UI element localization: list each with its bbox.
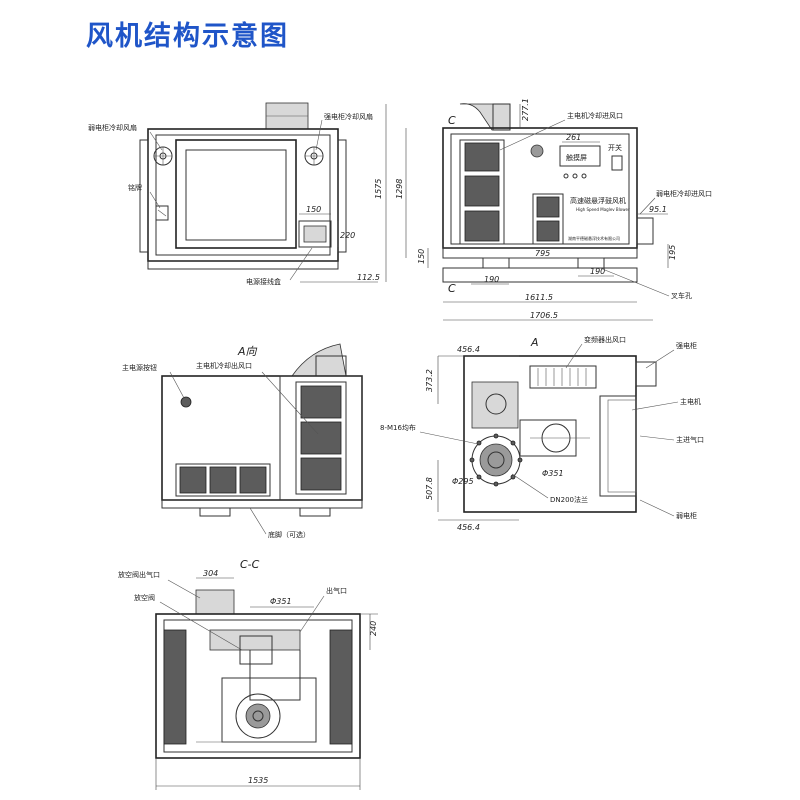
label-relief-outlet: 放空阀出气口 (118, 570, 160, 579)
top-body (463, 355, 637, 513)
touchscreen-icon (559, 145, 601, 167)
side-dim-951: 95.1 (649, 205, 667, 214)
switch-icon (611, 155, 623, 171)
emergency-stop-icon (180, 396, 192, 408)
junction-box-icon (298, 220, 332, 248)
top-view-a-arrow: A (530, 336, 539, 349)
top-view: A 456.4 373.2 507.8 (380, 335, 704, 532)
product-name: 高速磁悬浮鼓风机 (570, 196, 626, 205)
label-weak-fan: 弱电柜冷却风扇 (88, 123, 137, 132)
label-inverter-outlet: 变频器出风口 (584, 335, 626, 344)
top-dim-351: Φ351 (542, 469, 564, 478)
top-dim-3732: 373.2 (425, 369, 434, 392)
label-forklift: 叉车孔 (671, 291, 692, 300)
side-dim-17065: 1706.5 (530, 311, 558, 320)
a-view-title: A向 (237, 345, 258, 358)
section-dim-351: Φ351 (270, 597, 292, 606)
front-dim-1125: 112.5 (357, 273, 380, 282)
label-weak-inlet: 弱电柜冷却进风口 (656, 189, 712, 198)
section-dim-240: 240 (369, 621, 378, 636)
front-dim-150: 150 (306, 205, 321, 214)
label-base: 底脚（可选） (268, 530, 310, 539)
section-dim-304: 304 (203, 569, 218, 578)
side-dim-795: 795 (535, 249, 550, 258)
side-dim-16115: 1611.5 (525, 293, 553, 302)
side-dim-150: 150 (417, 249, 426, 264)
section-dim-1535: 1535 (248, 776, 268, 785)
top-dim-4564a: 456.4 (457, 345, 480, 354)
a-view: A向 主电源按钮 主电机冷却出风口 底脚（可选） (122, 343, 363, 539)
section-view: C-C 304 Φ351 240 1535 放空阀出气口 放空阀 (118, 558, 378, 790)
label-motor: 主电机 (680, 397, 701, 406)
label-motor-inlet: 主电机冷却进风口 (567, 111, 623, 120)
label-nameplate: 铭牌 (128, 183, 142, 192)
label-strong-cabinet: 强电柜 (676, 341, 697, 350)
blower-icon (235, 693, 281, 739)
side-dim-190b: 190 (590, 267, 605, 276)
side-dim-190a: 190 (484, 275, 499, 284)
label-motor-outlet: 主电机冷却出风口 (196, 361, 252, 370)
side-dim-2771: 277.1 (521, 98, 530, 121)
label-junction-box: 电源接线盒 (246, 277, 281, 286)
side-view: 触摸屏 开关 高速磁悬浮鼓风机 High Speed Maglev Blower… (374, 98, 712, 321)
side-dim-195: 195 (668, 245, 677, 260)
label-strong-fan: 强电柜冷却风扇 (324, 112, 373, 121)
front-window (175, 139, 297, 249)
motor-icon (471, 381, 519, 429)
label-main-inlet: 主进气口 (676, 435, 704, 444)
label-bolts: 8-M16均布 (380, 423, 416, 432)
label-emergency-stop: 主电源按钮 (122, 363, 157, 372)
label-relief-valve: 放空阀 (134, 593, 155, 602)
product-name-en: High Speed Maglev Blower (576, 207, 630, 212)
top-dim-4564b: 456.4 (457, 523, 480, 532)
label-weak-cabinet: 弱电柜 (676, 511, 697, 520)
page-title: 风机结构示意图 (86, 21, 289, 52)
top-dim-5078: 507.8 (425, 477, 434, 500)
front-view: 150 220 112.5 弱电柜冷却风扇 强电柜冷却风扇 铭牌 电源接线盒 (88, 102, 380, 286)
label-flange: DN200法兰 (550, 495, 588, 504)
side-dim-261: 261 (566, 133, 581, 142)
label-touchscreen: 触摸屏 (566, 153, 587, 162)
side-dim-1298: 1298 (395, 179, 404, 199)
company-name: 湖南平德磁悬浮技术有限公司 (568, 235, 620, 241)
label-switch: 开关 (608, 143, 622, 152)
section-view-title: C-C (240, 558, 260, 571)
side-dim-1575: 1575 (374, 179, 383, 199)
section-body (155, 613, 361, 759)
top-dim-295: Φ295 (452, 477, 474, 486)
label-outlet: 出气口 (326, 586, 347, 595)
nameplate-icon (155, 205, 169, 221)
section-mark-bottom: C (448, 282, 456, 295)
section-mark-top: C (448, 114, 456, 127)
front-dim-220: 220 (340, 231, 355, 240)
logo-icon (530, 144, 544, 158)
